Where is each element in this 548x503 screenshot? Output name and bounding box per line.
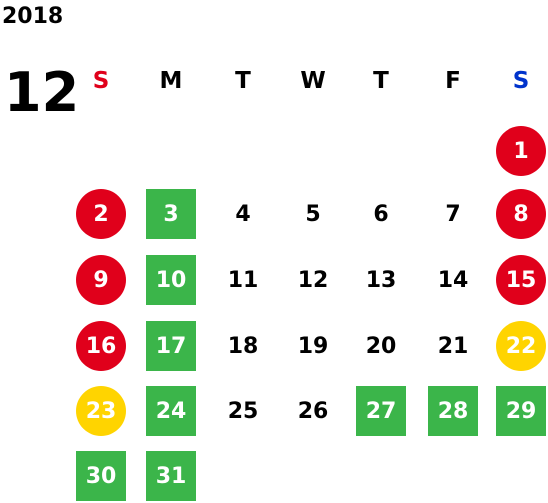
day-cell-28[interactable]: 28: [428, 386, 478, 436]
day-cell-26[interactable]: 26: [297, 398, 329, 424]
day-cell-3[interactable]: 3: [146, 189, 196, 239]
day-cell-8[interactable]: 8: [496, 189, 546, 239]
day-cell-11[interactable]: 11: [227, 267, 259, 293]
weekday-fri: F: [445, 68, 461, 94]
day-cell-15[interactable]: 15: [496, 255, 546, 305]
day-cell-16[interactable]: 16: [76, 321, 126, 371]
weekday-mon: M: [159, 68, 183, 94]
day-cell-23[interactable]: 23: [76, 386, 126, 436]
weekday-sat: S: [512, 68, 530, 94]
weekday-tue: T: [235, 68, 251, 94]
day-cell-9[interactable]: 9: [76, 255, 126, 305]
weekday-wed: W: [300, 68, 326, 94]
day-cell-13[interactable]: 13: [365, 267, 397, 293]
day-cell-30[interactable]: 30: [76, 451, 126, 501]
day-cell-25[interactable]: 25: [227, 398, 259, 424]
day-cell-6[interactable]: 6: [373, 201, 389, 227]
day-cell-7[interactable]: 7: [445, 201, 461, 227]
day-cell-12[interactable]: 12: [297, 267, 329, 293]
day-cell-17[interactable]: 17: [146, 321, 196, 371]
weekday-thu: T: [373, 68, 389, 94]
day-cell-5[interactable]: 5: [305, 201, 321, 227]
weekday-sun: S: [92, 68, 110, 94]
month-number: 12: [4, 61, 80, 124]
day-cell-31[interactable]: 31: [146, 451, 196, 501]
day-cell-19[interactable]: 19: [297, 333, 329, 359]
day-cell-1[interactable]: 1: [496, 126, 546, 176]
day-cell-14[interactable]: 14: [437, 267, 469, 293]
day-cell-21[interactable]: 21: [437, 333, 469, 359]
day-cell-20[interactable]: 20: [365, 333, 397, 359]
day-cell-22[interactable]: 22: [496, 321, 546, 371]
day-cell-4[interactable]: 4: [235, 201, 251, 227]
day-cell-2[interactable]: 2: [76, 189, 126, 239]
day-cell-10[interactable]: 10: [146, 255, 196, 305]
year-label: 2018: [2, 4, 64, 29]
day-cell-24[interactable]: 24: [146, 386, 196, 436]
day-cell-18[interactable]: 18: [227, 333, 259, 359]
day-cell-29[interactable]: 29: [496, 386, 546, 436]
day-cell-27[interactable]: 27: [356, 386, 406, 436]
